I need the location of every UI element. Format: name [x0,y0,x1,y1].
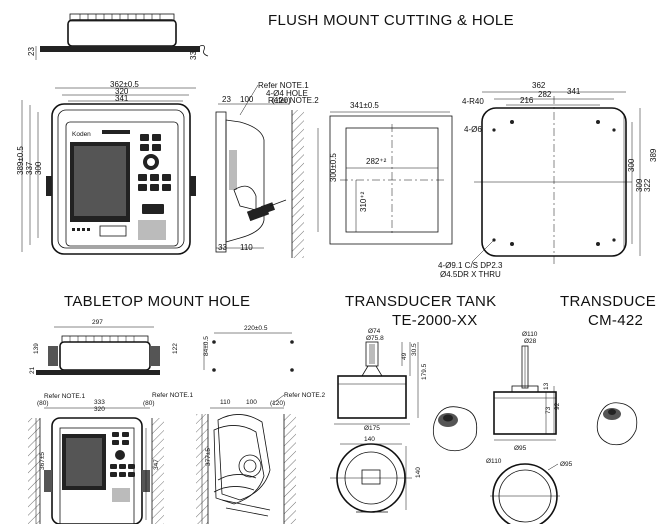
flush-side-view: Refer NOTE.1 4-Ø4 HOLE Refer NOTE.2 23 1… [215,81,319,258]
heading-cm-transducer: TRANSDUCE [560,293,657,310]
flush-front-w320: 320 [115,87,129,96]
plate-h322: 322 [643,178,652,192]
cm-d110b: Ø110 [486,458,502,465]
tabletop-side-d120: (120) [270,400,285,407]
plate-thru2: Ø4.5DR X THRU [440,270,501,279]
heading-tank-model: TE-2000-XX [392,312,478,329]
heading-transducer-tank: TRANSDUCER TANK [345,293,497,310]
tabletop-side-d110: 110 [220,399,231,406]
tabletop-top-d21: 21 [29,366,36,374]
tabletop-front-note1a: Refer NOTE.1 [44,393,86,400]
plate-h309: 309 [635,178,644,192]
flush-side-d33: 33 [218,243,227,252]
tabletop-top-h122: 122 [172,343,179,354]
tabletop-holes-view: 220±0.5 84±0.5 [203,325,294,372]
tank-h1795: 179.5 [421,363,428,380]
tabletop-side-note2: Refer NOTE.2 [284,392,326,399]
flush-top-view: 23 33 [27,13,209,60]
flush-side-note2: Refer NOTE.2 [268,96,319,105]
cutout-d310: 310⁺² [359,191,368,212]
plate-h389: 389 [649,148,657,162]
flush-top-dim-33: 33 [189,51,198,60]
tabletop-top-view: 297 139 122 21 [29,319,179,375]
tabletop-holes-w220: 220±0.5 [244,325,268,332]
heading-tabletop-mount: TABLETOP MOUNT HOLE [64,293,251,310]
tabletop-side-view: Refer NOTE.2 110 100 (120) 377±5 [196,392,326,524]
plate-w282: 282 [538,90,552,99]
heading-flush-mount: FLUSH MOUNT CUTTING & HOLE [268,12,514,29]
flush-front-h337: 337 [25,161,34,175]
cutout-view: 341±0.5 282⁺² 310⁺² 300±0.5 [317,101,453,245]
cutout-w341: 341±0.5 [350,101,379,110]
flush-front-view: 362±0.5 320 341 389±0.5 337 300 Koden [16,80,196,255]
tabletop-front-h347: 347 [153,459,160,470]
transducer-tank-view: Ø74 Ø75.8 Ø175 49 30.5 179.5 140 140 [330,328,478,513]
plate-w216: 216 [520,96,534,105]
tank-w140: 140 [364,436,375,443]
flush-side-d23: 23 [222,95,231,104]
flush-front-w341: 341 [115,94,129,103]
flush-front-h389: 389±0.5 [16,146,25,175]
tabletop-front-note1b: Refer NOTE.1 [152,392,194,399]
flush-top-dim-23: 23 [27,47,36,56]
svg-text:Koden: Koden [72,131,91,138]
tabletop-side-h377: 377±5 [205,448,212,466]
tabletop-side-d100: 100 [246,399,257,406]
tabletop-front-d80a: (80) [37,400,49,407]
mounting-plate-view: 362 341 282 216 4-R40 4-Ø6 300 309 322 3… [438,81,657,279]
plate-h300: 300 [627,158,636,172]
tabletop-front-w333: 333 [94,399,105,406]
flush-side-hole: 4-Ø4 HOLE [266,89,308,98]
heading-cm-model: CM-422 [588,312,644,329]
plate-h6: 4-Ø6 [464,125,482,134]
plate-w341: 341 [567,87,581,96]
plate-w362: 362 [532,81,546,90]
cm-d95: Ø95 [514,445,527,452]
cm-d28: Ø28 [524,338,537,345]
cm-h92: 92 [554,402,561,410]
cutout-h300: 300±0.5 [329,153,338,182]
tank-h49: 49 [401,352,408,360]
cm-h13: 13 [543,382,550,390]
flush-side-note1: Refer NOTE.1 [258,81,309,90]
flush-side-d110: 110 [240,243,253,252]
cutout-d282: 282⁺² [366,157,387,166]
tabletop-front-view: Refer NOTE.1 Refer NOTE.1 (80) (80) 333 … [28,392,194,524]
tabletop-front-h367: 367±5 [39,452,46,470]
tabletop-top-h139: 139 [33,343,40,354]
flush-front-h300: 300 [34,161,43,175]
flush-side-d120: (120) [272,96,291,105]
plate-thru1: 4-Ø9.1 C/S DP2.3 [438,261,503,270]
flush-side-d100: 100 [240,95,254,104]
tank-d758: Ø75.8 [366,335,384,342]
flush-front-w362: 362±0.5 [110,80,139,89]
cm-d95b: Ø95 [560,461,573,468]
tabletop-front-w320: 320 [94,406,105,413]
tabletop-front-d80b: (80) [143,400,155,407]
tank-d175: Ø175 [364,425,380,432]
tank-h140: 140 [415,467,422,478]
plate-r40: 4-R40 [462,97,484,106]
tank-h305: 30.5 [411,343,418,356]
tabletop-top-w297: 297 [92,319,103,326]
cm-transducer-view: Ø110 Ø28 Ø95 13 73 92 Ø110 Ø95 [486,331,638,524]
tank-d74: Ø74 [368,328,381,335]
tabletop-holes-h84: 84±0.5 [203,336,210,356]
cm-d110: Ø110 [522,331,538,338]
cm-h73: 73 [545,406,552,414]
